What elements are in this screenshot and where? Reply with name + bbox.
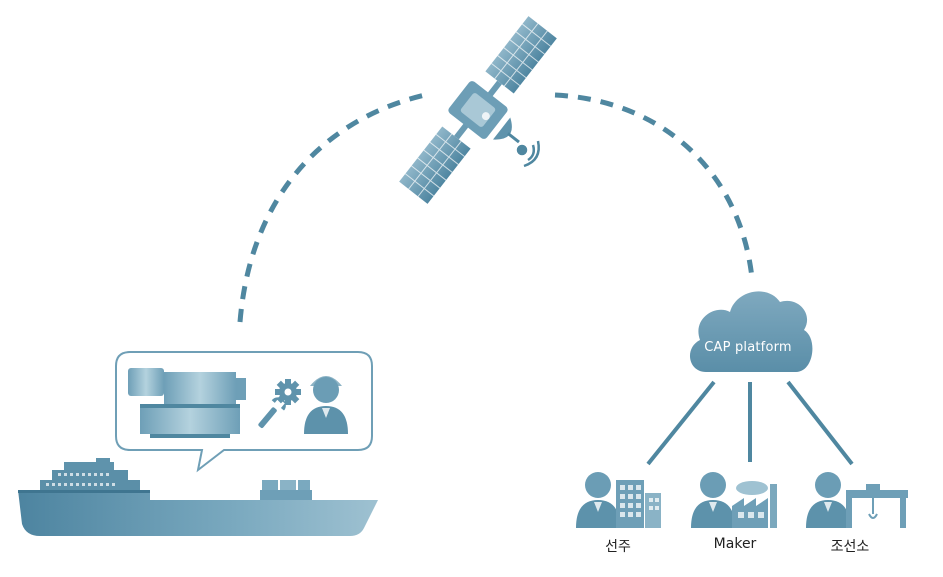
cloud-label: CAP platform — [704, 340, 792, 355]
factory-icon — [732, 481, 777, 528]
maker-group — [691, 472, 777, 528]
person-icon — [806, 472, 850, 528]
link-cloud-shipyard — [786, 380, 854, 466]
link-cloud-owner — [646, 380, 716, 466]
link-ship-satellite — [237, 92, 426, 323]
engineer-icon — [304, 376, 348, 434]
shipyard-group — [806, 472, 908, 528]
owner-group — [576, 472, 661, 528]
crane-icon — [846, 484, 908, 528]
gear-icon — [275, 379, 301, 405]
person-icon — [576, 472, 620, 528]
building-icon — [616, 480, 661, 528]
stakeholder-label-maker: Maker — [713, 536, 757, 552]
engine-icon — [128, 368, 246, 438]
stakeholder-label-shipyard: 조선소 — [830, 539, 870, 555]
ship-icon — [18, 458, 378, 536]
link-satellite-cloud — [554, 92, 755, 279]
cloud-icon — [689, 291, 813, 372]
stakeholder-label-owner: 선주 — [605, 539, 631, 555]
person-icon — [691, 472, 735, 528]
signal-icon — [516, 140, 540, 168]
satellite-icon — [399, 16, 557, 204]
